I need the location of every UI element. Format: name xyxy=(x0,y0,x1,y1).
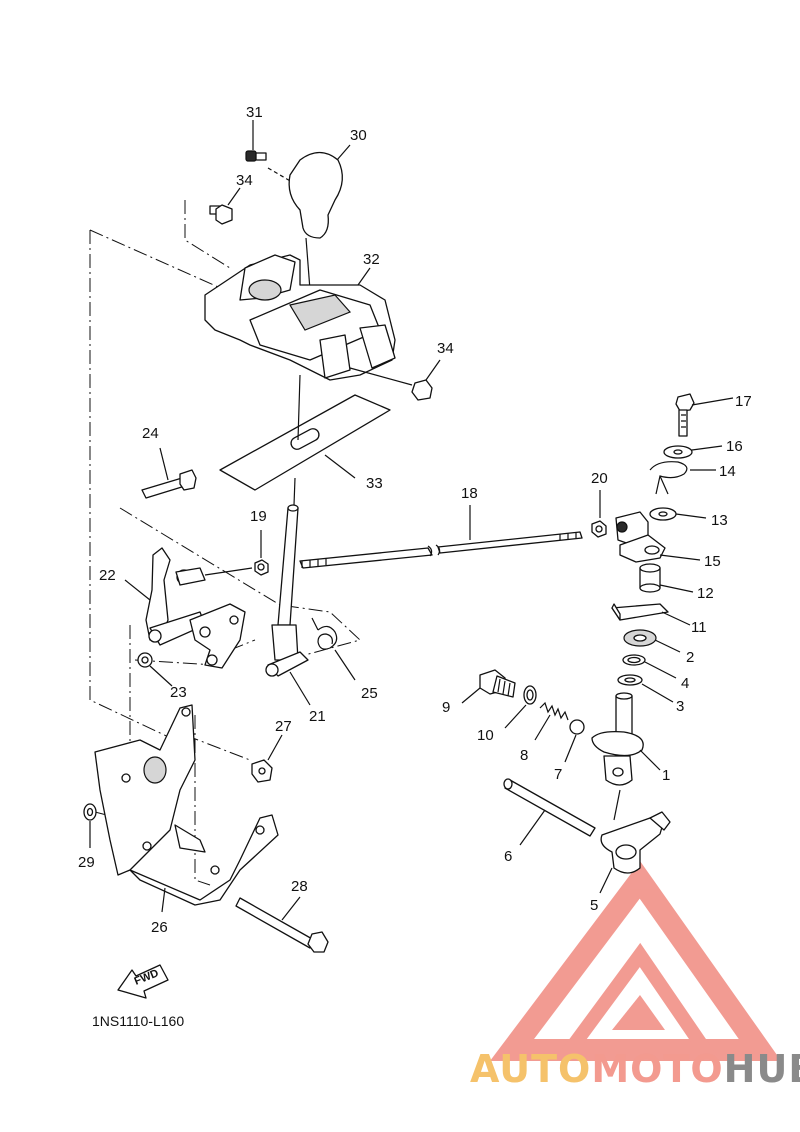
part-label-27: 27 xyxy=(275,718,292,735)
bolt-part-24 xyxy=(141,447,197,499)
part-label-20: 20 xyxy=(591,470,608,487)
spring-part-25 xyxy=(311,617,356,681)
fwd-arrow-icon: FWD xyxy=(117,964,169,999)
bolt-part-34-upper xyxy=(209,187,241,225)
collar-part-12 xyxy=(639,563,694,593)
watermark-auto: AUTO xyxy=(470,1047,591,1091)
part-label-7: 7 xyxy=(554,766,562,783)
part-label-9: 9 xyxy=(442,699,450,716)
circlip-part-4 xyxy=(622,654,677,679)
part-label-34a: 34 xyxy=(236,172,253,189)
part-label-22: 22 xyxy=(99,567,116,584)
part-label-8: 8 xyxy=(520,747,528,764)
main-bracket-part-26 xyxy=(94,704,279,913)
clip-part-14 xyxy=(649,461,716,495)
part-label-11: 11 xyxy=(691,619,707,636)
part-label-26: 26 xyxy=(151,919,168,936)
washer-part-13 xyxy=(649,507,707,521)
shift-lever-rod xyxy=(277,477,299,626)
part-label-21: 21 xyxy=(309,708,326,725)
bushing-part-2 xyxy=(623,629,681,653)
washer-part-3 xyxy=(617,674,674,703)
lever-part-11 xyxy=(611,603,691,626)
washer-part-16 xyxy=(663,445,723,459)
part-label-3: 3 xyxy=(676,698,684,715)
part-label-2: 2 xyxy=(686,649,694,666)
part-label-32: 32 xyxy=(363,251,380,268)
part-label-34b: 34 xyxy=(437,340,454,357)
part-label-13: 13 xyxy=(711,512,728,529)
part-label-17: 17 xyxy=(735,393,752,410)
spring-part-8 xyxy=(534,701,569,741)
bolt-part-27 xyxy=(251,734,283,783)
joint-part-15 xyxy=(615,511,701,563)
bolt-part-28 xyxy=(235,896,329,953)
bolt-part-17 xyxy=(675,393,734,437)
shift-shaft-part-1 xyxy=(591,692,661,821)
bolt-part-34-right xyxy=(411,359,441,401)
part-label-23: 23 xyxy=(170,684,187,701)
shift-gate-housing-part-32 xyxy=(204,254,413,386)
watermark-moto: MOTO xyxy=(591,1047,723,1091)
part-label-19: 19 xyxy=(250,508,267,525)
gasket-part-33 xyxy=(219,374,391,491)
watermark-hub: HUB xyxy=(724,1047,800,1091)
part-label-6: 6 xyxy=(504,848,512,865)
shaft-part-6 xyxy=(503,778,596,846)
part-label-29: 29 xyxy=(78,854,95,871)
part-label-5: 5 xyxy=(590,897,598,914)
part-label-10: 10 xyxy=(477,727,494,744)
nut-part-19 xyxy=(254,530,269,576)
shift-lever-base-part-21 xyxy=(265,624,311,706)
ball-part-7 xyxy=(564,719,585,763)
nut-part-20 xyxy=(591,490,607,538)
part-label-31: 31 xyxy=(246,104,263,121)
part-label-1: 1 xyxy=(662,767,670,784)
part-label-30: 30 xyxy=(350,127,367,144)
part-label-18: 18 xyxy=(461,485,478,502)
seal-part-10 xyxy=(504,685,537,729)
part-label-12: 12 xyxy=(697,585,714,602)
shift-fork-part-5 xyxy=(599,811,671,894)
watermark-logo xyxy=(489,861,782,1061)
part-label-25: 25 xyxy=(361,685,378,702)
diagram-code: 1NS1110-L160 xyxy=(92,1013,184,1029)
bolt-part-31 xyxy=(245,120,267,162)
shift-rod-part-18 xyxy=(299,505,583,569)
part-number-labels: 1 2 3 4 5 6 7 8 9 10 11 12 13 14 15 16 1… xyxy=(78,104,752,936)
lever-bracket-upper xyxy=(189,603,246,669)
watermark-text: AUTOMOTOHUB xyxy=(470,1047,800,1091)
part-label-28: 28 xyxy=(291,878,308,895)
part-label-33: 33 xyxy=(366,475,383,492)
plug-part-9 xyxy=(461,669,516,704)
circlip-part-23 xyxy=(137,652,173,687)
washer-part-29 xyxy=(83,803,97,848)
part-label-14: 14 xyxy=(719,463,736,480)
part-label-24: 24 xyxy=(142,425,159,442)
part-label-15: 15 xyxy=(704,553,721,570)
shift-knob-part-30 xyxy=(267,144,351,291)
part-label-4: 4 xyxy=(681,675,689,692)
part-label-16: 16 xyxy=(726,438,743,455)
